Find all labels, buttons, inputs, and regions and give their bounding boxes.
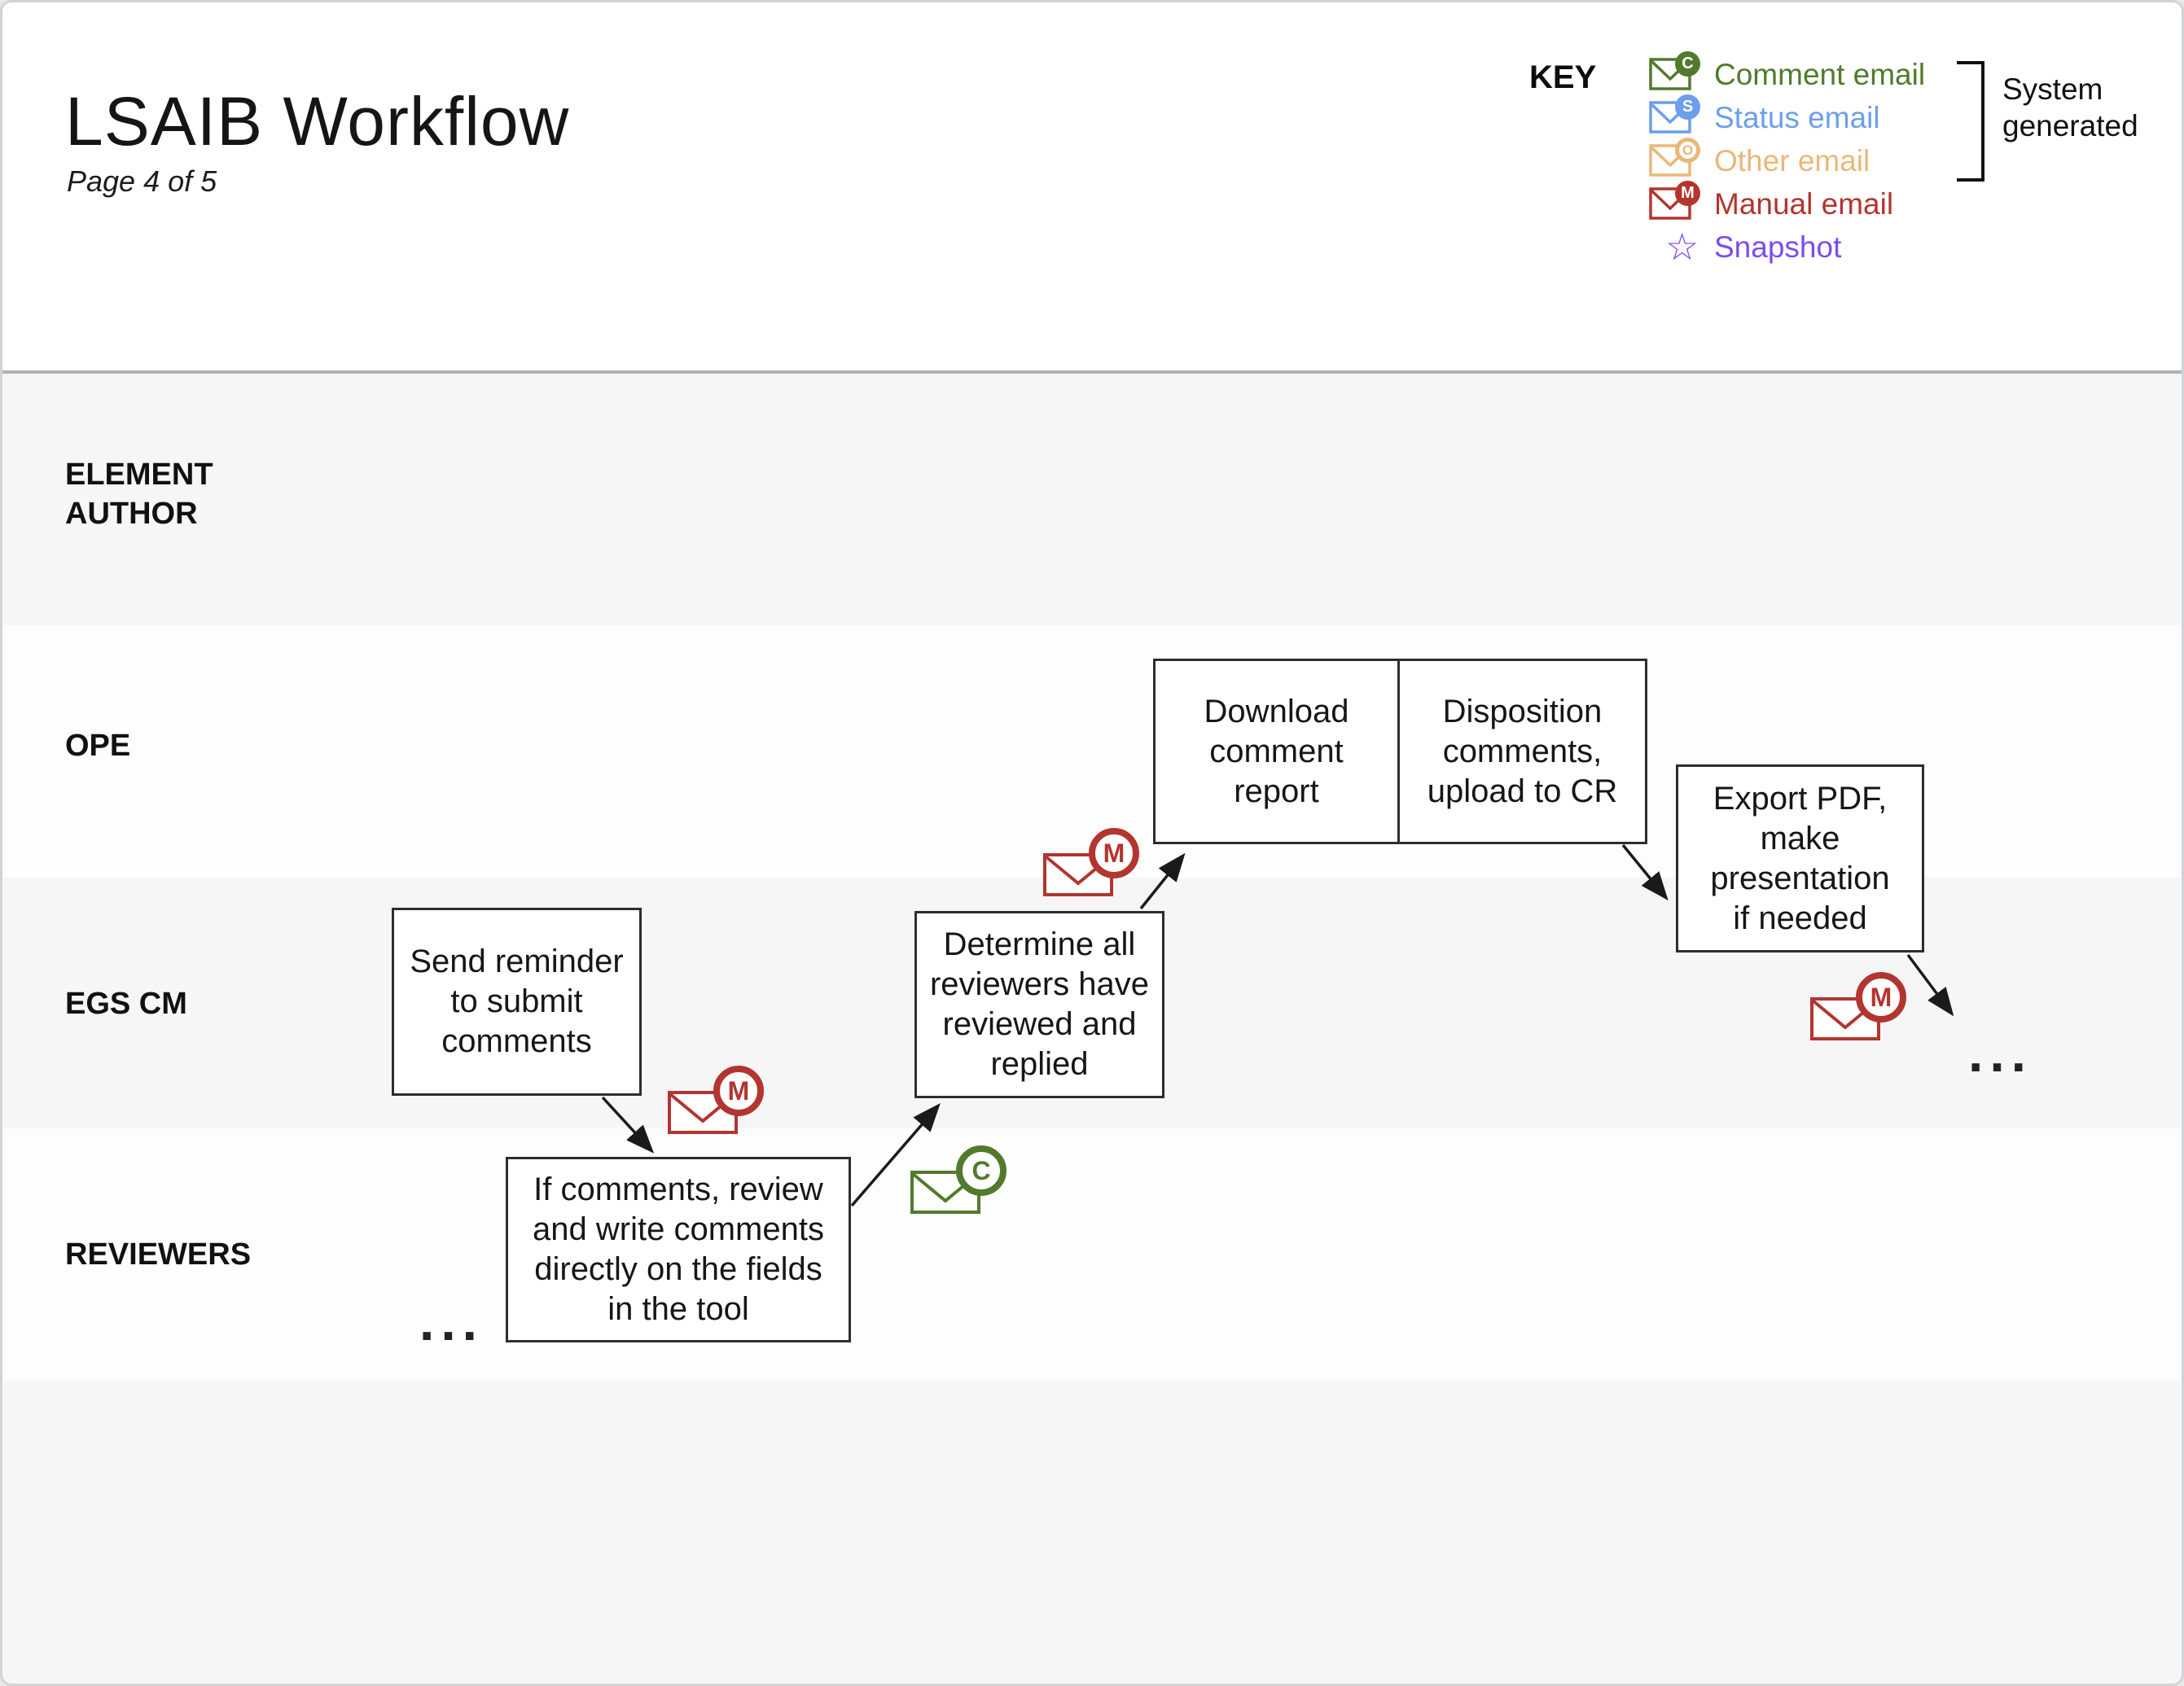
- system-generated-note: System generated: [2002, 72, 2138, 142]
- key-item-label: Snapshot: [1714, 230, 1842, 264]
- node-download-report: Download comment report: [1153, 659, 1400, 844]
- node-disposition: Disposition comments, upload to CR: [1397, 659, 1647, 844]
- node-send-reminder: Send reminder to submit comments: [392, 908, 642, 1096]
- connector-export-to-next: [1906, 953, 1954, 1017]
- lane-label-reviewers: REVIEWERS: [65, 1237, 252, 1272]
- connector-send-to-review: [601, 1096, 655, 1154]
- manual-email-icon: M: [1043, 828, 1139, 896]
- manual-email-icon: M: [668, 1066, 764, 1134]
- key-item-manual-email: M Manual email: [1649, 181, 1925, 226]
- lane-band-element-author: [2, 374, 2182, 625]
- key-item-comment-email: C Comment email: [1649, 51, 1926, 96]
- continuation-ellipsis-left: ...: [419, 1291, 485, 1351]
- other-email-icon: O: [1649, 138, 1711, 182]
- lane-band-reviewers: [2, 1128, 2182, 1381]
- manual-badge: M: [1089, 828, 1139, 878]
- other-badge: O: [1675, 138, 1700, 163]
- key-item-other-email: O Other email: [1649, 138, 1925, 182]
- status-email-icon: S: [1649, 94, 1711, 139]
- system-generated-bracket: [1957, 61, 1984, 182]
- status-badge: S: [1675, 94, 1700, 120]
- node-export-pdf: Export PDF, make presentation if needed: [1676, 764, 1924, 952]
- page-title: LSAIB Workflow: [65, 83, 570, 160]
- page-indicator: Page 4 of 5: [67, 164, 217, 198]
- manual-badge: M: [713, 1066, 764, 1116]
- connector-review-to-determine: [850, 1103, 941, 1207]
- key-item-label: Comment email: [1714, 57, 1926, 91]
- lane-label-element-author: ELEMENT AUTHOR: [65, 458, 213, 531]
- comment-badge: C: [956, 1145, 1006, 1196]
- manual-email-icon: M: [1649, 181, 1711, 226]
- lane-band-bottom: [2, 1381, 2182, 1684]
- key-item-label: Status email: [1714, 100, 1880, 134]
- snapshot-star-icon: ☆: [1649, 226, 1711, 269]
- comment-email-icon: C: [1649, 51, 1711, 96]
- continuation-ellipsis-right: ...: [1968, 1023, 2033, 1083]
- header-divider: [2, 370, 2182, 374]
- manual-badge: M: [1856, 972, 1906, 1023]
- lane-label-ope: OPE: [65, 729, 131, 763]
- connector-determine-to-download: [1139, 852, 1186, 910]
- lane-label-egs-cm: EGS CM: [65, 987, 187, 1021]
- key-item-status-email: S Status email: [1649, 94, 1925, 139]
- comment-email-icon: C: [910, 1145, 1006, 1214]
- manual-badge: M: [1675, 181, 1700, 206]
- comment-badge: C: [1675, 51, 1700, 77]
- key-item-label: Other email: [1714, 143, 1870, 177]
- key-heading: KEY: [1529, 59, 1597, 95]
- node-if-comments: If comments, review and write comments d…: [506, 1157, 851, 1342]
- star-glyph: ☆: [1665, 226, 1699, 268]
- key-item-label: Manual email: [1714, 186, 1894, 221]
- key-legend: C Comment email S Status email O Other e…: [1649, 51, 1926, 269]
- connector-disposition-to-export: [1621, 843, 1669, 901]
- key-item-snapshot: ☆ Snapshot: [1649, 226, 1925, 269]
- node-determine-all: Determine all reviewers have reviewed an…: [914, 911, 1164, 1098]
- manual-email-icon: M: [1810, 972, 1906, 1040]
